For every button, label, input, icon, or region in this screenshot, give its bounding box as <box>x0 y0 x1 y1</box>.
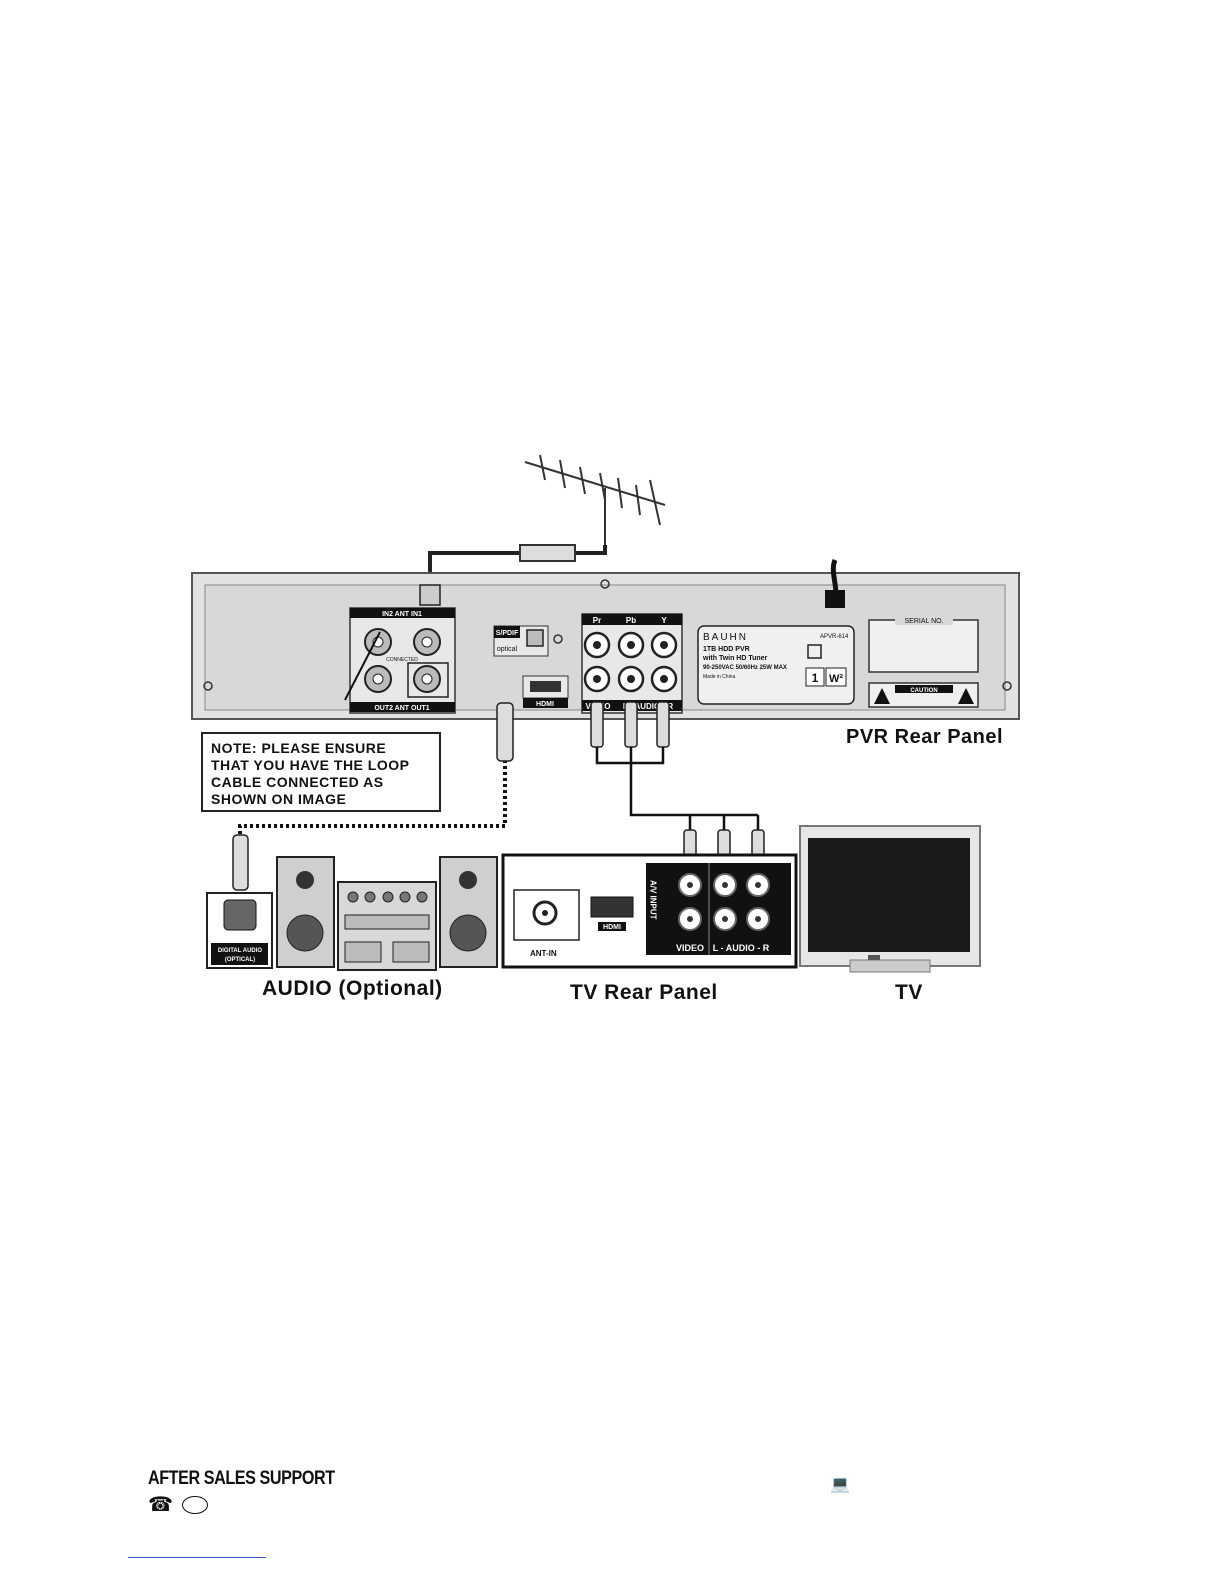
note-line-1: NOTE: PLEASE ENSURE <box>211 740 386 756</box>
note-line-3: CABLE CONNECTED AS <box>211 774 384 790</box>
warranty-1-label: 1 <box>812 671 819 685</box>
tv-video-label: VIDEO <box>676 943 704 953</box>
footer-link-underline[interactable] <box>128 1557 266 1558</box>
audio-title: AUDIO (Optional) <box>262 977 443 1000</box>
cable-connector <box>519 544 576 562</box>
note-box: NOTE: PLEASE ENSURE THAT YOU HAVE THE LO… <box>201 732 441 812</box>
optical-label: optical <box>497 646 518 653</box>
digital-audio-label: DIGITAL AUDIO <box>218 948 263 954</box>
tv-hdmi-label: HDMI <box>603 924 621 931</box>
spdif-label: S/PDIF <box>496 630 519 637</box>
y-label: Y <box>661 616 667 625</box>
after-sales-support-title: AFTER SALES SUPPORT <box>148 1468 335 1489</box>
spec3-label: 90-250VAC 50/60Hz 25W MAX <box>703 665 787 671</box>
ant-top-label: IN2 ANT IN1 <box>382 611 422 618</box>
pvr-rear-panel: IN2 ANT IN1 OUT2 ANT OUT1 CONNECTED S/PD… <box>191 559 1020 720</box>
pb-label: Pb <box>626 616 636 625</box>
pvr-hdmi-label: HDMI <box>536 701 554 708</box>
connected-label: CONNECTED <box>386 657 418 663</box>
tv-audio-label: L - AUDIO - R <box>713 943 770 953</box>
pvr-audio-label: L - AUDIO - R <box>623 702 673 711</box>
warning-icon <box>874 688 890 704</box>
phone-badge <box>182 1496 208 1514</box>
spec4-label: Made in China <box>703 674 735 680</box>
brand-label: BAUHN <box>703 632 748 643</box>
tv-title: TV <box>895 981 923 1004</box>
spec2-label: with Twin HD Tuner <box>702 655 768 662</box>
pr-label: Pr <box>593 616 601 625</box>
tv-rear-panel: ANT-IN HDMI A/V INPUT VIDEO L - AUDIO - … <box>501 853 798 969</box>
note-line-2: THAT YOU HAVE THE LOOP <box>211 757 409 773</box>
serial-label: SERIAL NO. <box>904 618 943 625</box>
ant-in-label: ANT-IN <box>530 949 557 958</box>
rca-cables <box>590 701 765 873</box>
warranty-w-label: W² <box>829 673 843 685</box>
tv-rear-panel-title: TV Rear Panel <box>570 981 718 1004</box>
ant-bottom-label: OUT2 ANT OUT1 <box>374 705 429 712</box>
digital-optical-label: (OPTICAL) <box>225 957 255 963</box>
optical-cable <box>238 760 507 845</box>
spec1-label: 1TB HDD PVR <box>703 646 750 653</box>
audio-system: DIGITAL AUDIO (OPTICAL) <box>206 856 498 971</box>
note-line-4: SHOWN ON IMAGE <box>211 791 346 807</box>
tv-icon <box>799 825 981 973</box>
caution-label: CAUTION <box>910 688 937 694</box>
laptop-icon: 💻 <box>830 1476 850 1493</box>
av-input-label: A/V INPUT <box>649 880 658 920</box>
warning-icon <box>958 688 974 704</box>
model-label: APVR-614 <box>820 634 849 640</box>
pvr-rear-panel-title: PVR Rear Panel <box>846 726 1003 748</box>
phone-icon: ☎ <box>148 1494 173 1516</box>
antenna <box>524 454 666 545</box>
